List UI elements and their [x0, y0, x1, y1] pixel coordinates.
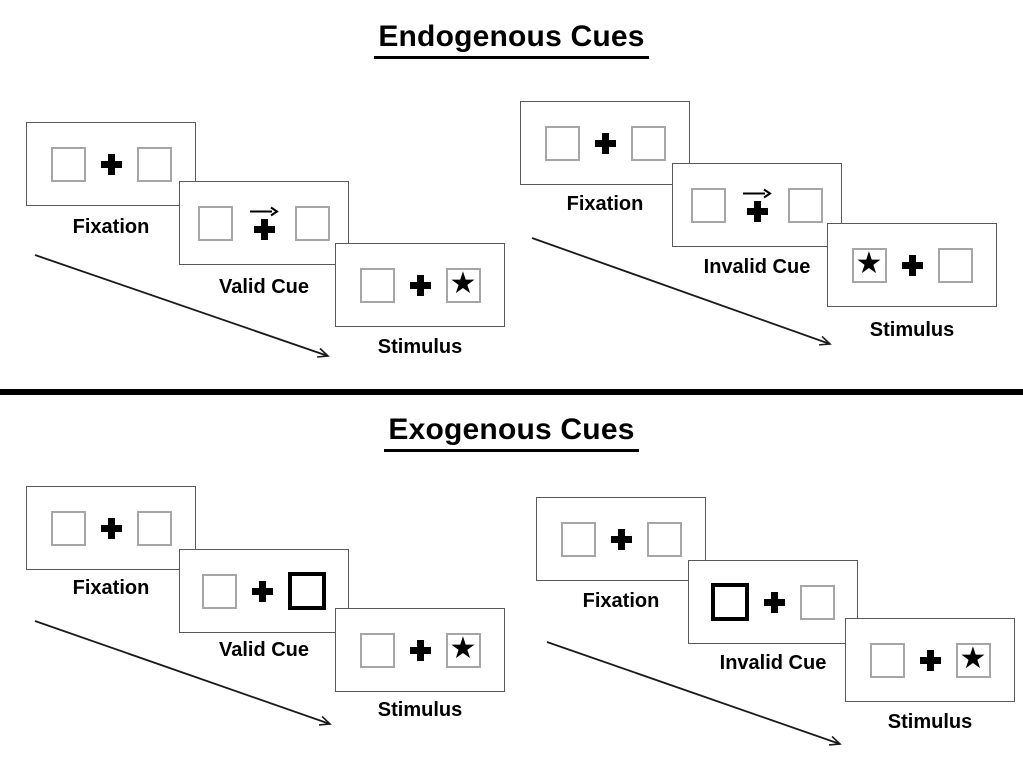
star-icon: ★	[959, 642, 987, 675]
left-placeholder-box	[560, 521, 596, 557]
valid-cue-panel	[179, 549, 349, 633]
valid-cue-panel	[179, 181, 349, 265]
fixation-cross-icon	[409, 639, 431, 661]
panel-label: Valid Cue	[218, 276, 310, 298]
stimulus-box: ★	[445, 267, 481, 303]
fixation-cross-icon	[100, 153, 122, 175]
stimulus-panel: ★	[845, 618, 1015, 702]
fixation-panel	[520, 101, 690, 185]
left-placeholder-box	[544, 125, 580, 161]
fixation-panel	[536, 497, 706, 581]
section-divider	[0, 389, 1023, 395]
fixation-cross-icon	[253, 219, 275, 240]
panel-label: Valid Cue	[218, 639, 310, 661]
fixation-cross-icon	[610, 528, 632, 550]
panel-label: Invalid Cue	[719, 652, 827, 674]
left-placeholder-box	[50, 146, 86, 182]
section-title-text: Exogenous Cues	[384, 413, 639, 452]
stimulus-panel: ★	[827, 223, 997, 307]
left-placeholder-box	[869, 642, 905, 678]
star-icon: ★	[855, 247, 883, 280]
left-placeholder-box	[202, 573, 237, 609]
cue-direction-arrow-icon	[250, 206, 279, 217]
stimulus-box: ★	[955, 642, 991, 678]
panel-label: Fixation	[566, 193, 644, 215]
fixation-cross-icon	[746, 201, 768, 222]
stimulus-box: ★	[445, 632, 481, 668]
left-placeholder-box	[198, 205, 233, 241]
exogenous-section-title: Exogenous Cues	[0, 413, 1023, 452]
fixation-panel	[26, 122, 196, 206]
fixation-cross-icon	[252, 580, 273, 602]
cue-highlight-box	[288, 572, 326, 610]
fixation-cross-icon	[594, 132, 616, 154]
right-placeholder-box	[136, 510, 172, 546]
fixation-panel	[26, 486, 196, 570]
left-placeholder-box	[359, 267, 395, 303]
sequence-arrow-endogenous-invalid	[531, 237, 832, 346]
panel-label: Stimulus	[887, 711, 973, 733]
right-placeholder-box	[136, 146, 172, 182]
right-placeholder-box	[800, 584, 835, 620]
left-placeholder-box	[359, 632, 395, 668]
fixation-cross-icon	[901, 254, 923, 276]
fixation-cross-icon	[409, 274, 431, 296]
panel-label: Stimulus	[377, 336, 463, 358]
cue-direction-arrow-icon	[743, 188, 772, 199]
left-placeholder-box	[691, 187, 726, 223]
right-placeholder-box	[937, 247, 973, 283]
endogenous-section-title: Endogenous Cues	[0, 20, 1023, 59]
panel-label: Stimulus	[377, 699, 463, 721]
section-title-text: Endogenous Cues	[374, 20, 649, 59]
right-placeholder-box	[788, 187, 823, 223]
left-placeholder-box	[50, 510, 86, 546]
sequence-arrow-endogenous-valid	[34, 254, 330, 358]
fixation-cross-icon	[100, 517, 122, 539]
stimulus-box: ★	[851, 247, 887, 283]
panel-label: Fixation	[72, 577, 150, 599]
star-icon: ★	[449, 632, 477, 665]
right-placeholder-box	[630, 125, 666, 161]
right-placeholder-box	[295, 205, 330, 241]
invalid-cue-panel	[672, 163, 842, 247]
panel-label: Stimulus	[869, 319, 955, 341]
panel-label: Invalid Cue	[703, 256, 811, 278]
sequence-arrow-exogenous-valid	[34, 620, 332, 726]
panel-label: Fixation	[72, 216, 150, 238]
cue-highlight-box	[711, 583, 749, 621]
invalid-cue-panel	[688, 560, 858, 644]
fixation-cross-icon	[919, 649, 941, 671]
panel-label: Fixation	[582, 590, 660, 612]
right-placeholder-box	[646, 521, 682, 557]
stimulus-panel: ★	[335, 243, 505, 327]
fixation-cross-icon	[764, 591, 785, 613]
star-icon: ★	[449, 267, 477, 300]
stimulus-panel: ★	[335, 608, 505, 692]
